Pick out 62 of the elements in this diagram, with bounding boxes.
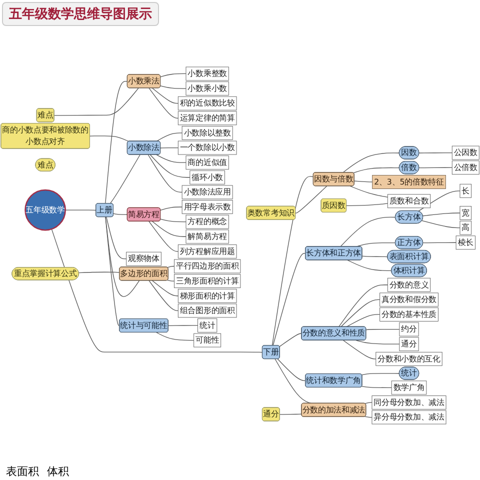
connector bbox=[156, 154, 186, 163]
connector bbox=[160, 206, 182, 210]
connector bbox=[90, 136, 130, 142]
connector bbox=[148, 221, 178, 252]
connector bbox=[274, 358, 312, 404]
connector bbox=[150, 154, 190, 178]
connector bbox=[279, 333, 302, 347]
connector bbox=[105, 216, 140, 297]
connector bbox=[340, 216, 396, 247]
connector bbox=[356, 340, 400, 344]
connector bbox=[148, 154, 182, 193]
connector bbox=[350, 186, 388, 198]
connector bbox=[113, 213, 128, 215]
connector bbox=[356, 242, 396, 247]
connector bbox=[105, 216, 120, 326]
connector bbox=[167, 266, 175, 268]
note-text: 表面积 bbox=[6, 464, 39, 479]
connector bbox=[422, 212, 460, 216]
connector bbox=[105, 80, 128, 204]
connector bbox=[338, 284, 388, 328]
connector bbox=[167, 280, 175, 282]
connector bbox=[160, 218, 186, 222]
connector bbox=[422, 242, 456, 244]
connector bbox=[156, 132, 182, 142]
connector bbox=[362, 256, 388, 258]
connector bbox=[160, 73, 186, 78]
connector bbox=[148, 88, 178, 118]
connector bbox=[152, 280, 178, 296]
connector bbox=[152, 221, 186, 237]
connector bbox=[340, 299, 380, 328]
connector bbox=[106, 216, 127, 260]
connector bbox=[347, 260, 392, 272]
connector bbox=[272, 253, 306, 346]
connector bbox=[54, 88, 139, 116]
connector bbox=[272, 176, 314, 346]
connector bbox=[277, 358, 306, 382]
connector bbox=[418, 152, 452, 154]
connector bbox=[65, 210, 96, 211]
connector bbox=[160, 85, 186, 89]
connector bbox=[110, 154, 140, 204]
connector bbox=[342, 152, 400, 173]
connector bbox=[364, 402, 372, 404]
connector bbox=[366, 328, 400, 330]
connector bbox=[418, 167, 452, 168]
connector bbox=[346, 203, 388, 206]
connector bbox=[148, 280, 178, 311]
connector bbox=[295, 186, 328, 214]
connector bbox=[422, 220, 460, 228]
connector bbox=[362, 386, 392, 388]
connector bbox=[362, 373, 400, 376]
connector bbox=[160, 147, 178, 148]
connector bbox=[342, 340, 376, 360]
connector bbox=[354, 180, 373, 182]
connector bbox=[353, 167, 400, 174]
title: 五年级数学思维导图展示 bbox=[2, 2, 159, 26]
connector bbox=[156, 332, 194, 341]
connector bbox=[152, 88, 178, 104]
connector bbox=[346, 314, 380, 328]
connector bbox=[280, 414, 302, 415]
connector bbox=[168, 325, 198, 326]
connector bbox=[78, 272, 120, 274]
note-text: 体积 bbox=[47, 464, 69, 479]
